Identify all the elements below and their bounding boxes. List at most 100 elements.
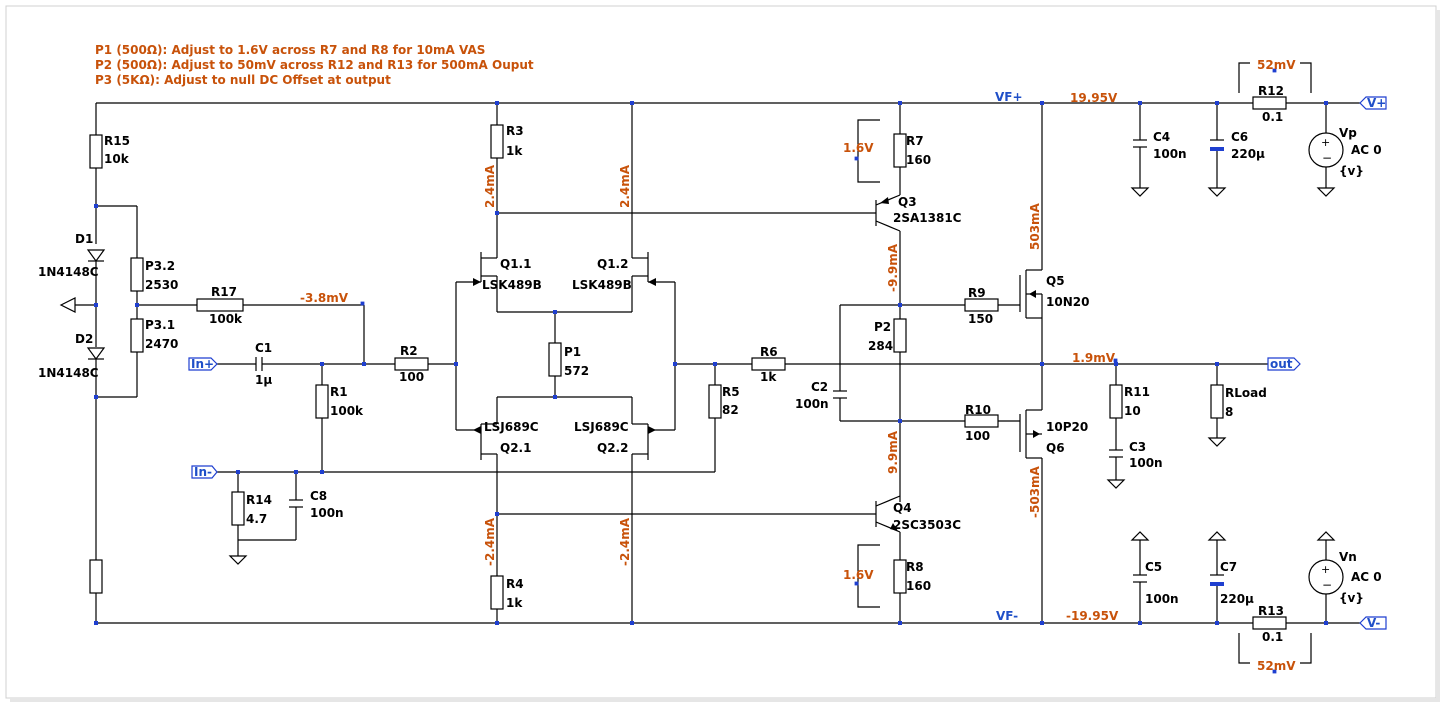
diff-pair-wires (455, 103, 1268, 623)
c5-ref: C5 (1145, 560, 1162, 574)
r15-value: 10k (104, 152, 130, 166)
c7-value: 220µ (1220, 592, 1254, 606)
q3-ref: Q3 (898, 195, 917, 209)
p1-ref: P1 (564, 345, 581, 359)
vn-extra: {v} (1339, 591, 1364, 605)
c3-ref: C3 (1129, 440, 1146, 454)
r13-value: 0.1 (1262, 630, 1283, 644)
probe-v-mid: -3.8mV (300, 291, 349, 305)
r1-ref: R1 (330, 385, 348, 399)
r2-ref: R2 (400, 344, 418, 358)
d1-value: 1N4148C (38, 265, 99, 279)
q5-value: 10N20 (1046, 295, 1089, 309)
vp-ref: Vp (1339, 126, 1357, 140)
r17-ref: R17 (211, 285, 237, 299)
vn-value: AC 0 (1351, 570, 1382, 584)
rload-ref: RLoad (1225, 386, 1267, 400)
net-vf-minus: VF- (996, 609, 1018, 623)
r6-value: 1k (760, 370, 777, 384)
r5-ref: R5 (722, 385, 740, 399)
port-v-minus[interactable]: V- (1359, 616, 1387, 630)
probe-v-out: 1.9mV (1072, 351, 1116, 365)
p2-ref: P2 (874, 320, 891, 334)
q4-ref: Q4 (893, 501, 912, 515)
c1-ref: C1 (255, 341, 272, 355)
c4-value: 100n (1153, 147, 1187, 161)
svg-text:In+: In+ (191, 357, 214, 371)
probe-v-r12: 52mV (1257, 58, 1296, 72)
port-in-plus[interactable]: In+ (188, 357, 218, 371)
r10-value: 100 (965, 429, 990, 443)
r11-ref: R11 (1124, 385, 1150, 399)
rail-wires (96, 102, 1360, 624)
q12-value: LSK489B (572, 278, 632, 292)
c3-value: 100n (1129, 456, 1163, 470)
c8-value: 100n (310, 506, 344, 520)
sheet-shadow (10, 698, 1440, 702)
c4-ref: C4 (1153, 130, 1170, 144)
r2-value: 100 (399, 370, 424, 384)
r11-value: 10 (1124, 404, 1141, 418)
r3-value: 1k (506, 144, 523, 158)
port-in-minus[interactable]: In- (191, 465, 218, 479)
c8-ref: C8 (310, 489, 327, 503)
p31-value: 2470 (145, 337, 178, 351)
probe-v-top: 19.95V (1070, 91, 1118, 105)
q12-ref: Q1.2 (597, 257, 628, 271)
junction-dots (94, 68, 1328, 674)
p1-value: 572 (564, 364, 589, 378)
q22-ref: Q2.2 (597, 441, 628, 455)
vp-extra: {v} (1339, 164, 1364, 178)
svg-text:out: out (1270, 357, 1293, 371)
r13-ref: R13 (1258, 604, 1284, 618)
port-out[interactable]: out (1267, 357, 1301, 371)
q4-value: 2SC3503C (893, 518, 961, 532)
r4-value: 1k (506, 596, 523, 610)
r1-value: 100k (330, 404, 364, 418)
svg-text:+: + (1321, 563, 1330, 576)
p32-ref: P3.2 (145, 259, 175, 273)
probe-i-q6: -503mA (1028, 465, 1042, 518)
r7-value: 160 (906, 153, 931, 167)
probe-i-q5: 503mA (1028, 202, 1042, 250)
output-stage-wires (1019, 103, 1043, 623)
probe-v-r7: 1.6V (843, 141, 874, 155)
note-p3: P3 (5KΩ): Adjust to null DC Offset at ou… (95, 73, 391, 87)
note-p1: P1 (500Ω): Adjust to 1.6V across R7 and … (95, 43, 485, 57)
q6-value: 10P20 (1046, 420, 1088, 434)
vn-ref: Vn (1339, 550, 1357, 564)
r7-ref: R7 (906, 134, 924, 148)
r8-ref: R8 (906, 560, 924, 574)
r8-value: 160 (906, 579, 931, 593)
c6-value: 220µ (1231, 147, 1265, 161)
probe-v-r8: 1.6V (843, 568, 874, 582)
d2-ref: D2 (75, 332, 93, 346)
r15-ref: R15 (104, 134, 130, 148)
c6-ref: C6 (1231, 130, 1248, 144)
probe-i-q3: -9.9mA (886, 243, 900, 292)
r6-ref: R6 (760, 345, 778, 359)
q6-ref: Q6 (1046, 441, 1065, 455)
r17-value: 100k (209, 312, 243, 326)
svg-text:+: + (1321, 136, 1330, 149)
p32-value: 2530 (145, 278, 178, 292)
p31-ref: P3.1 (145, 318, 175, 332)
port-v-plus[interactable]: V+ (1359, 96, 1387, 110)
q11-ref: Q1.1 (500, 257, 531, 271)
q21-ref: Q2.1 (500, 441, 531, 455)
r12-ref: R12 (1258, 84, 1284, 98)
r9-ref: R9 (968, 286, 986, 300)
r9-value: 150 (968, 312, 993, 326)
bias-network (59, 103, 365, 623)
vp-value: AC 0 (1351, 143, 1382, 157)
d1-ref: D1 (75, 232, 93, 246)
r12-value: 0.1 (1262, 110, 1283, 124)
r4-ref: R4 (506, 577, 524, 591)
q5-ref: Q5 (1046, 274, 1065, 288)
q22-value: LSJ689C (574, 420, 629, 434)
probe-i-r4: -2.4mA (483, 517, 497, 566)
probe-i-q22: -2.4mA (618, 517, 632, 566)
r3-ref: R3 (506, 124, 524, 138)
